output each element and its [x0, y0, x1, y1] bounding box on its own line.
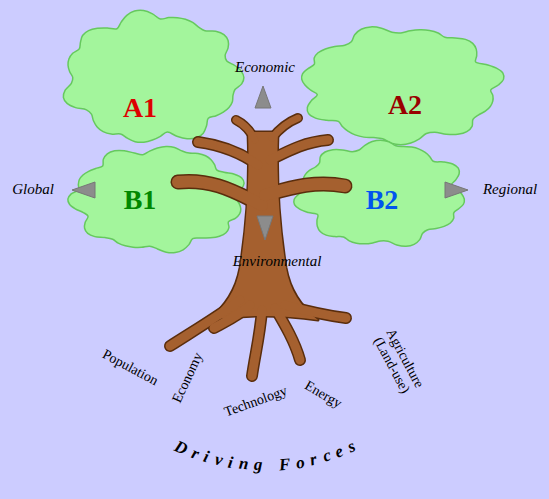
axis-label: Economic — [235, 60, 295, 76]
scenario-canopy: A1 — [55, 5, 250, 150]
canopy-shape — [292, 20, 510, 150]
root — [285, 305, 346, 318]
scenario-canopy: A2 — [292, 20, 510, 150]
root-label: Population — [100, 347, 160, 388]
title-letter: r — [309, 450, 319, 468]
axis-label: Regional — [483, 182, 537, 198]
scenario-label: A2 — [388, 91, 422, 119]
root-label: Economy — [170, 351, 206, 406]
scenario-label: A1 — [123, 94, 157, 122]
branch — [272, 118, 298, 138]
title-letter: r — [190, 444, 202, 462]
title-letter: n — [238, 455, 249, 473]
arrow-down — [257, 216, 273, 240]
title-letter: F — [278, 455, 291, 473]
branch — [270, 140, 328, 160]
canopy-shape — [55, 5, 250, 150]
root-label: Technology — [223, 384, 290, 420]
root-label: Agriculture (Land-use) — [370, 327, 426, 398]
canopy-outline — [68, 147, 244, 253]
canopy-outline — [302, 27, 504, 145]
root — [275, 308, 300, 360]
scenario-label: B2 — [366, 186, 399, 214]
title-letter: o — [295, 453, 306, 471]
title-letter: v — [213, 451, 224, 469]
title-letter: i — [202, 448, 211, 466]
branch — [270, 140, 328, 160]
title-letter: s — [345, 438, 358, 456]
axis-label: Environmental — [233, 254, 322, 270]
title-letter: i — [227, 453, 234, 471]
canopy-outline — [294, 140, 465, 246]
canopy-shape — [62, 140, 253, 258]
title-letter — [268, 456, 273, 473]
root — [252, 310, 262, 376]
title-letter: c — [320, 447, 332, 465]
branch — [236, 120, 255, 140]
canopy-outline — [63, 10, 244, 142]
title-letter: e — [333, 442, 346, 461]
scenario-canopy: B1 — [62, 140, 253, 258]
scenario-label: B1 — [124, 186, 157, 214]
driving-forces-title: Driving Forces — [150, 425, 380, 481]
root-label: Energy — [302, 379, 344, 412]
title-letter: D — [172, 438, 190, 458]
branch — [236, 120, 255, 140]
axis-label: Global — [12, 182, 54, 198]
root — [214, 305, 250, 328]
arrow-up — [255, 86, 271, 108]
title-letter: g — [254, 456, 263, 473]
root — [252, 310, 262, 376]
branch — [272, 118, 298, 138]
